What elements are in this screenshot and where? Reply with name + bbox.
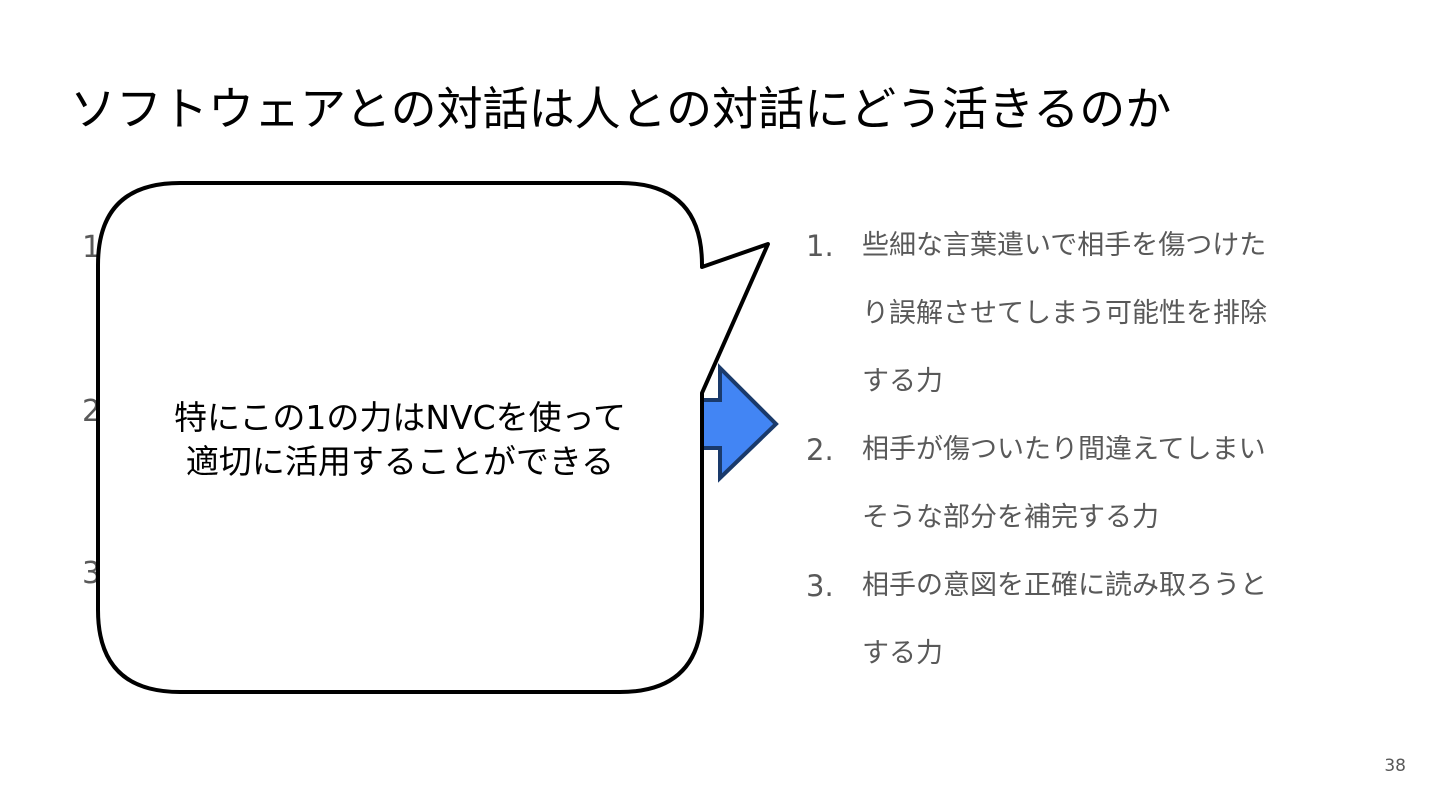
list-item: 3. 相手の意図を正確に読み取ろうと する力 xyxy=(806,552,1326,688)
list-item-line: 相手の意図を正確に読み取ろうと xyxy=(862,570,1267,601)
list-item-line: り誤解させてしまう可能性を排除 xyxy=(862,298,1267,329)
list-item-number: 3. xyxy=(806,569,834,603)
list-item-line: する力 xyxy=(862,638,943,669)
list-item-line: 相手が傷ついたり間違えてしまい xyxy=(862,434,1266,465)
slide-title: ソフトウェアとの対話は人との対話にどう活きるのか xyxy=(70,82,1172,136)
speech-bubble-line-2: 適切に活用することができる xyxy=(185,442,615,481)
speech-bubble-text: 特にこの1の力はNVCを使って 適切に活用することができる xyxy=(100,396,700,484)
page-number: 38 xyxy=(1384,756,1406,776)
list-item-line: する力 xyxy=(862,366,943,397)
list-item: 1. 些細な言葉遣いで相手を傷つけた り誤解させてしまう可能性を排除 する力 xyxy=(806,212,1326,416)
right-numbered-list: 1. 些細な言葉遣いで相手を傷つけた り誤解させてしまう可能性を排除 する力 2… xyxy=(806,212,1326,688)
list-item: 2. 相手が傷ついたり間違えてしまい そうな部分を補完する力 xyxy=(806,416,1326,552)
list-item-line: 些細な言葉遣いで相手を傷つけた xyxy=(862,230,1267,261)
speech-bubble-line-1: 特にこの1の力はNVCを使って xyxy=(174,398,626,437)
list-item-number: 1. xyxy=(806,229,834,263)
list-item-number: 2. xyxy=(806,433,834,467)
list-item-line: そうな部分を補完する力 xyxy=(862,502,1159,533)
